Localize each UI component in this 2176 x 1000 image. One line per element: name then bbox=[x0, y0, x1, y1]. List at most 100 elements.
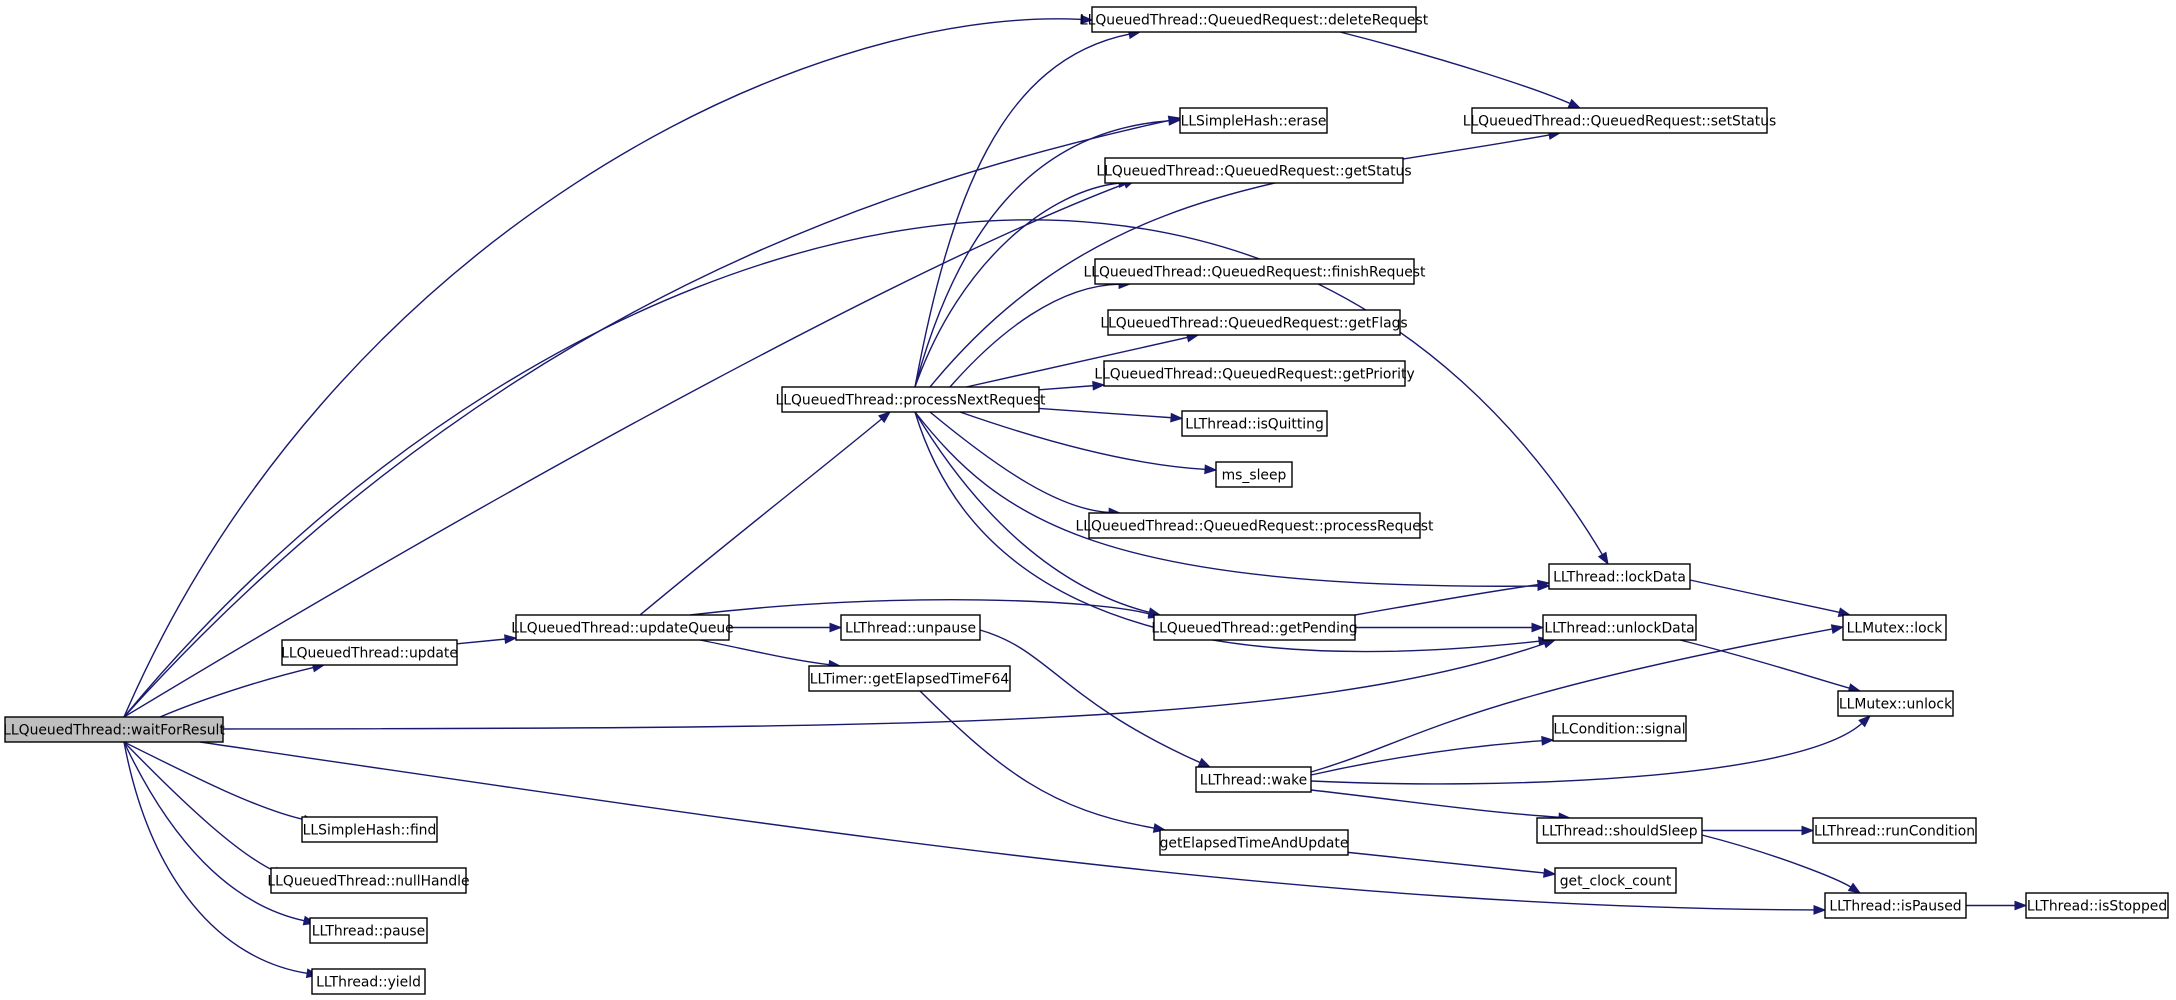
edge-line bbox=[123, 741, 306, 821]
node-waitForResult[interactable]: LLQueuedThread::waitForResult bbox=[3, 716, 225, 743]
node-hashFind[interactable]: LLSimpleHash::find bbox=[301, 816, 438, 843]
node-label: LLTimer::getElapsedTimeF64 bbox=[810, 672, 1010, 688]
edge-line bbox=[639, 417, 883, 616]
edge-line bbox=[456, 638, 507, 645]
node-box bbox=[1812, 817, 1977, 844]
node-box bbox=[311, 968, 426, 995]
edge-line bbox=[914, 33, 1131, 388]
edge-arrowhead bbox=[1170, 412, 1184, 423]
node-pause[interactable]: LLThread::pause bbox=[309, 917, 428, 944]
edge-processNextRequest-to-isQuitting bbox=[1038, 407, 1184, 423]
node-label: LLQueuedThread::getPending bbox=[1151, 621, 1357, 637]
edge-line bbox=[123, 741, 277, 873]
node-box bbox=[1842, 614, 1947, 641]
edge-line bbox=[222, 642, 1546, 730]
edge-line bbox=[1310, 739, 1544, 776]
edge-processNextRequest-to-getPriority bbox=[1038, 380, 1106, 391]
node-label: LLQueuedThread::QueuedRequest::getPriori… bbox=[1094, 367, 1414, 383]
node-label: LLQueuedThread::QueuedRequest::setStatus bbox=[1463, 114, 1777, 130]
node-label: LLThread::wake bbox=[1200, 773, 1307, 789]
node-wake[interactable]: LLThread::wake bbox=[1195, 766, 1312, 793]
node-box bbox=[1552, 715, 1687, 742]
node-processNextRequest[interactable]: LLQueuedThread::processNextRequest bbox=[775, 386, 1046, 413]
node-label: LLThread::yield bbox=[316, 975, 421, 991]
node-isPaused[interactable]: LLThread::isPaused bbox=[1824, 892, 1967, 919]
node-getElapsedTimeAndUpdate[interactable]: getElapsedTimeAndUpdate bbox=[1159, 829, 1349, 856]
edge-arrowhead bbox=[1813, 905, 1827, 915]
edge-getPending-to-unlockData bbox=[1355, 622, 1545, 633]
node-label: LLThread::isPaused bbox=[1829, 899, 1961, 915]
node-label: getElapsedTimeAndUpdate bbox=[1160, 836, 1349, 852]
edge-layer bbox=[123, 14, 2028, 979]
edge-line bbox=[914, 120, 1171, 388]
node-box bbox=[781, 386, 1040, 413]
node-mutexUnlock[interactable]: LLMutex::unlock bbox=[1837, 690, 1954, 717]
node-label: ms_sleep bbox=[1222, 468, 1287, 484]
node-box bbox=[301, 816, 438, 843]
node-getClockCount[interactable]: get_clock_count bbox=[1554, 867, 1677, 894]
edge-line bbox=[159, 666, 315, 718]
node-unpause[interactable]: LLThread::unpause bbox=[840, 614, 981, 641]
node-nullHandle[interactable]: LLQueuedThread::nullHandle bbox=[267, 867, 470, 894]
edge-processNextRequest-to-hashErase bbox=[914, 115, 1182, 388]
node-runCondition[interactable]: LLThread::runCondition bbox=[1812, 817, 1977, 844]
edge-waitForResult-to-lockData bbox=[123, 219, 1609, 718]
node-mutexLock[interactable]: LLMutex::lock bbox=[1842, 614, 1947, 641]
node-label: LLThread::unpause bbox=[845, 621, 976, 637]
node-box bbox=[1536, 817, 1703, 844]
node-getFlags[interactable]: LLQueuedThread::QueuedRequest::getFlags bbox=[1100, 309, 1408, 336]
edge-line bbox=[1701, 834, 1853, 889]
node-getPending[interactable]: LLQueuedThread::getPending bbox=[1151, 614, 1358, 641]
node-updateQueue[interactable]: LLQueuedThread::updateQueue bbox=[511, 614, 734, 641]
node-layer: LLQueuedThread::waitForResultLLQueuedThr… bbox=[3, 6, 2169, 995]
node-label: LLMutex::unlock bbox=[1839, 697, 1952, 713]
edge-arrowhead bbox=[1801, 825, 1815, 836]
edge-arrowhead bbox=[1567, 98, 1582, 109]
edge-line bbox=[959, 411, 1207, 471]
edge-line bbox=[1310, 789, 1561, 819]
node-isStopped[interactable]: LLThread::isStopped bbox=[2025, 892, 2169, 919]
edge-line bbox=[1679, 639, 1851, 690]
edge-unpause-to-wake bbox=[979, 629, 1212, 768]
node-label: LLThread::shouldSleep bbox=[1541, 824, 1697, 840]
edge-line bbox=[1347, 851, 1546, 874]
edge-line bbox=[123, 219, 1604, 718]
node-conditionSignal[interactable]: LLCondition::signal bbox=[1552, 715, 1687, 742]
node-update[interactable]: LLQueuedThread::update bbox=[281, 639, 458, 666]
node-box bbox=[2025, 892, 2169, 919]
edge-arrowhead bbox=[878, 411, 892, 424]
edge-arrowhead bbox=[1541, 735, 1555, 746]
node-label: LLThread::unlockData bbox=[1544, 621, 1694, 637]
node-isQuitting[interactable]: LLThread::isQuitting bbox=[1181, 410, 1328, 437]
node-yield[interactable]: LLThread::yield bbox=[311, 968, 426, 995]
node-finishRequest[interactable]: LLQueuedThread::QueuedRequest::finishReq… bbox=[1084, 258, 1427, 285]
edge-arrowhead bbox=[1080, 14, 1094, 25]
node-processRequest[interactable]: LLQueuedThread::QueuedRequest::processRe… bbox=[1076, 512, 1434, 539]
node-lockData[interactable]: LLThread::lockData bbox=[1548, 563, 1691, 590]
edge-arrowhead bbox=[1543, 868, 1557, 878]
node-shouldSleep[interactable]: LLThread::shouldSleep bbox=[1536, 817, 1703, 844]
node-getPriority[interactable]: LLQueuedThread::QueuedRequest::getPriori… bbox=[1094, 360, 1415, 387]
node-unlockData[interactable]: LLThread::unlockData bbox=[1542, 614, 1697, 641]
edge-arrowhead bbox=[504, 634, 518, 645]
edge-getPending-to-lockData bbox=[1354, 579, 1551, 616]
node-box bbox=[1215, 461, 1293, 488]
edge-arrowhead bbox=[1531, 622, 1545, 633]
edge-line bbox=[1339, 31, 1572, 105]
edge-waitForResult-to-yield bbox=[123, 741, 320, 979]
node-box bbox=[1548, 563, 1691, 590]
node-getElapsedTimeF64[interactable]: LLTimer::getElapsedTimeF64 bbox=[808, 665, 1011, 692]
node-hashErase[interactable]: LLSimpleHash::erase bbox=[1179, 107, 1328, 134]
edge-shouldSleep-to-runCondition bbox=[1702, 825, 1815, 836]
edge-arrowhead bbox=[1204, 464, 1218, 475]
node-setStatus[interactable]: LLQueuedThread::QueuedRequest::setStatus bbox=[1463, 107, 1777, 134]
edge-waitForResult-to-deleteRequest bbox=[123, 14, 1094, 718]
node-deleteRequest[interactable]: LLQueuedThread::QueuedRequest::deleteReq… bbox=[1080, 6, 1429, 33]
node-box bbox=[1107, 309, 1401, 336]
node-label: LLThread::runCondition bbox=[1814, 824, 1975, 840]
node-msSleep[interactable]: ms_sleep bbox=[1215, 461, 1293, 488]
edge-line bbox=[123, 741, 309, 975]
node-getStatus[interactable]: LLQueuedThread::QueuedRequest::getStatus bbox=[1096, 157, 1412, 184]
edge-line bbox=[123, 182, 1126, 718]
node-label: LLQueuedThread::QueuedRequest::getFlags bbox=[1100, 316, 1407, 332]
